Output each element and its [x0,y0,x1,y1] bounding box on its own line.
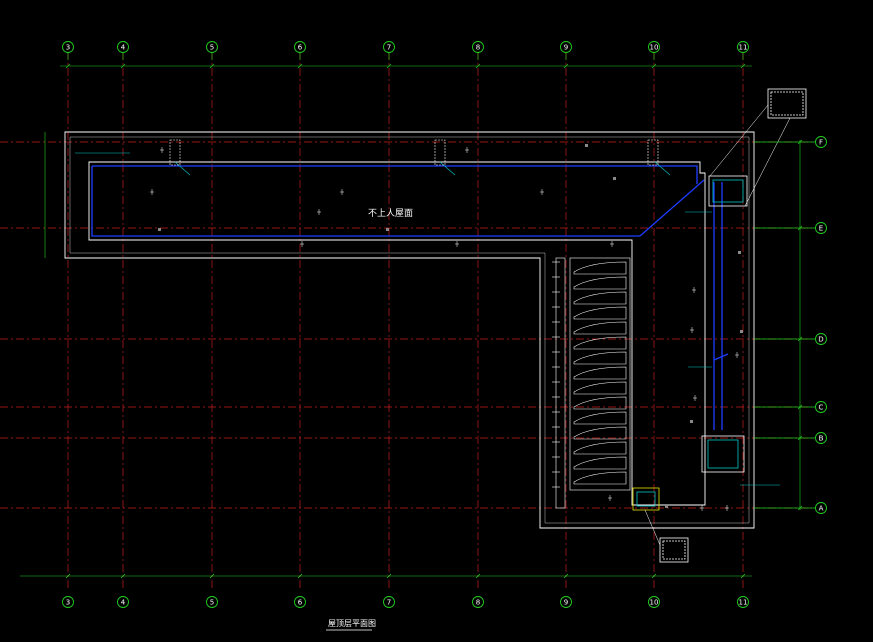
axis-bubble-7-bottom-circle [383,596,395,608]
axis-bubble-6-bottom-label: 6 [298,598,303,606]
column-grid-lines [67,52,744,588]
axis-bubble-6-top-label: 6 [298,43,303,51]
axis-bubble-10-bottom-label: 10 [650,598,659,606]
axis-bubble-10-top-label: 10 [650,43,659,51]
axis-bubble-9-bottom-circle [560,596,572,608]
axis-bubble-9-bottom-label: 9 [564,598,568,606]
axis-bubble-6-bottom-circle [294,596,306,608]
roof-label: 不上人屋面 [368,208,413,219]
axis-bubble-F-circle [815,136,827,148]
axis-bubble-7-bottom-label: 7 [387,598,391,606]
stair-step [573,396,627,410]
dimension-ticks [65,63,803,579]
axis-bubble-9-top-label: 9 [564,43,568,51]
axis-bubble-F-label: F [819,138,823,146]
column-bubbles-top: 3 4 5 6 7 8 9 10 11 [62,41,749,60]
stair-step [573,381,627,395]
building-outline [64,131,755,529]
row-grid-lines [0,141,812,509]
axis-bubble-10-bottom-circle [648,596,660,608]
axis-bubble-D-circle [815,333,827,345]
axis-bubble-E-circle [815,222,827,234]
column-bubbles-bottom: 3 4 5 6 7 8 9 10 11 [62,596,749,608]
axis-bubble-B-label: B [819,434,824,442]
axis-bubble-5-top-label: 5 [210,43,214,51]
axis-bubble-8-bottom-label: 8 [476,598,480,606]
stair-step [573,426,627,440]
stair-step [573,276,627,290]
minor-annotations [150,147,739,511]
axis-bubble-3-top-label: 3 [66,43,70,51]
stair-step [573,441,627,455]
axis-bubble-C-label: C [819,403,824,411]
shaft-boxes [632,88,807,563]
axis-bubble-A-circle [815,502,827,514]
stair-step [573,261,627,275]
drawing-title: 屋顶层平面图 [328,619,376,628]
dimension-lines [20,65,801,577]
axis-bubble-11-bottom-circle [737,596,749,608]
stair-step [573,366,627,380]
axis-bubble-8-top-label: 8 [476,43,480,51]
drain-annotations [75,152,780,486]
axis-bubble-8-bottom-circle [472,596,484,608]
axis-bubble-E-label: E [819,224,823,232]
drain-pipe-boxes [169,139,659,166]
axis-bubble-5-bottom-circle [206,596,218,608]
axis-bubble-C-circle [815,401,827,413]
stair-step [573,291,627,305]
axis-bubble-3-bottom-label: 3 [66,598,70,606]
axis-bubble-B-circle [815,432,827,444]
axis-bubble-4-top-label: 4 [121,43,126,51]
drainage-lines [91,165,729,430]
stair-step [573,306,627,320]
stair-rail [555,257,631,509]
axis-bubble-4-bottom-label: 4 [121,598,126,606]
axis-bubble-7-top-label: 7 [387,43,391,51]
stair-step [573,336,627,350]
row-bubbles-right: F E D C B A [754,136,827,514]
stair-step [573,471,627,485]
axis-bubble-3-bottom-circle [62,596,74,608]
stair-step [573,411,627,425]
axis-bubble-11-bottom-label: 11 [739,598,748,606]
stair-step [573,456,627,470]
axis-bubble-4-bottom-circle [117,596,129,608]
axis-bubble-5-bottom-label: 5 [210,598,214,606]
axis-bubble-D-label: D [818,335,823,343]
stair-step [573,351,627,365]
axis-bubble-A-label: A [819,504,824,512]
roof-markers [158,144,743,508]
detail-leaders [644,104,791,546]
axis-bubble-11-top-label: 11 [739,43,748,51]
stair-step [573,321,627,335]
